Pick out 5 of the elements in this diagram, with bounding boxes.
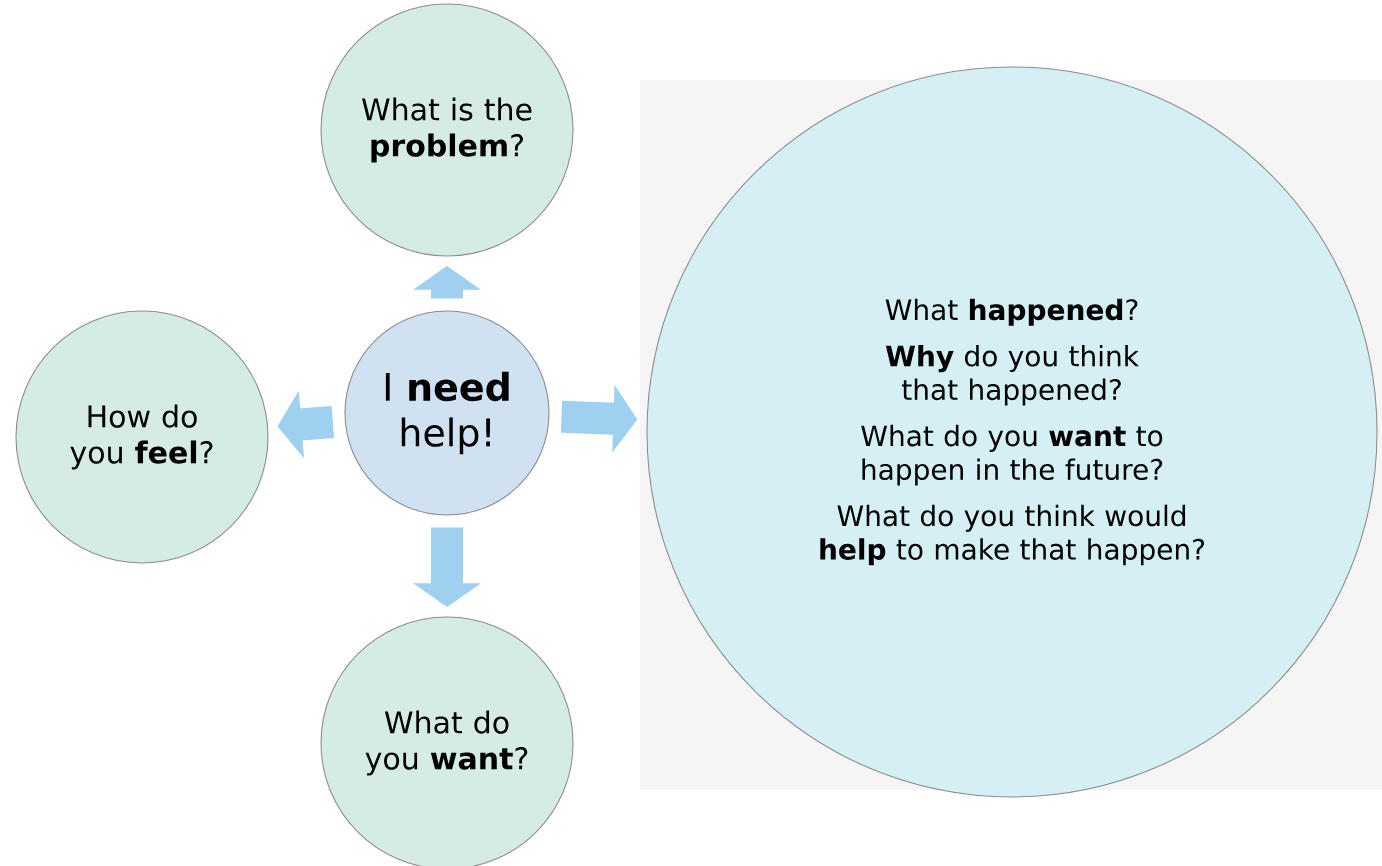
circle-node: What happened? Why do you think that happened? What do you want to happen in the future? What do you think would help to make that happen? <box>646 66 1378 798</box>
circle-node: What do you want? <box>320 616 574 866</box>
circle-node: I need help! <box>344 310 550 516</box>
circle-node: What is the problem? <box>320 3 574 257</box>
circle-node: How do you feel? <box>15 310 269 564</box>
